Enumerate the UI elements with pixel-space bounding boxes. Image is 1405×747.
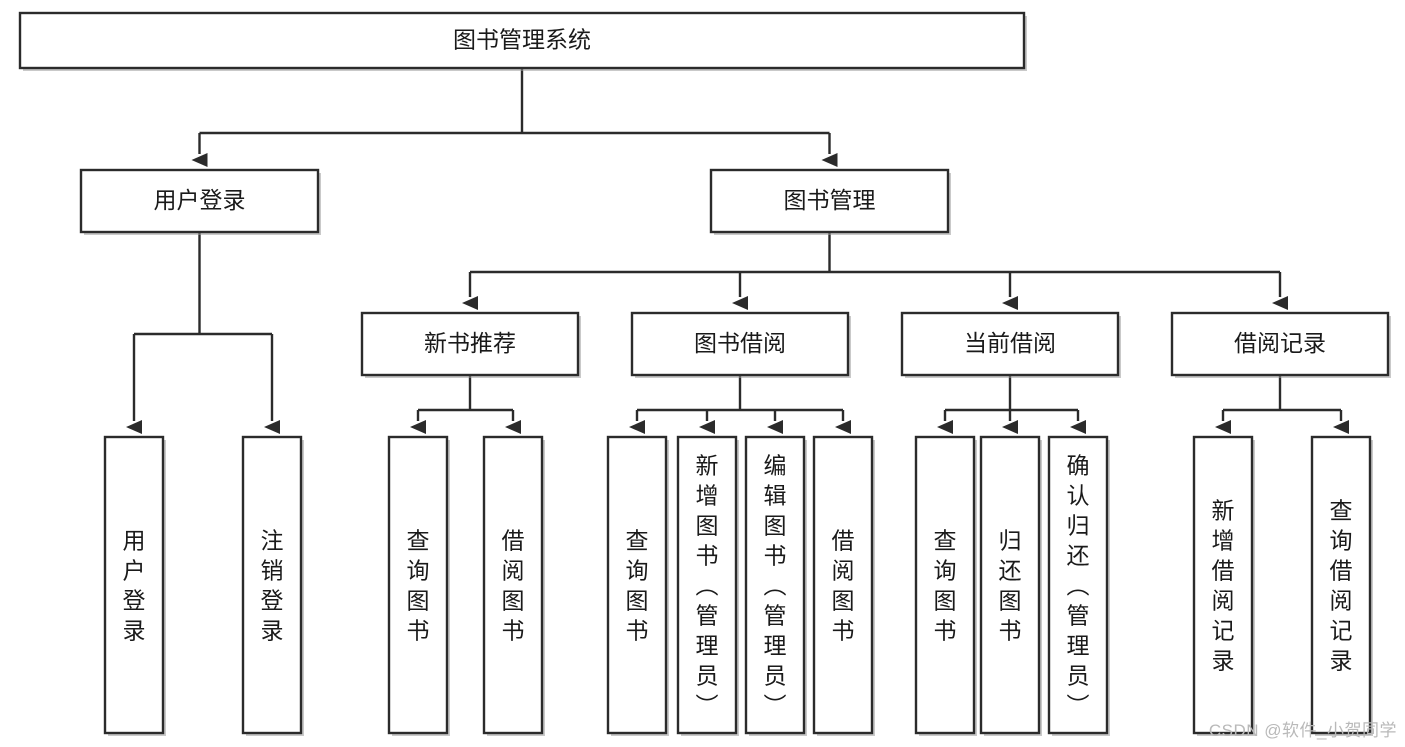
node-leaf-add-book-admin[interactable]: 新增图书︵管理员︶ <box>676 435 739 736</box>
node-leaf-query-book-recommend[interactable]: 查询图书 <box>387 435 450 736</box>
node-leaf-query-borrow-record[interactable]: 查询借阅记录 <box>1310 435 1373 736</box>
node-label: 图书借阅 <box>694 330 786 356</box>
node-leaf-add-borrow-record[interactable]: 新增借阅记录 <box>1192 435 1255 736</box>
node-label: 新增图书︵管理员︶ <box>696 452 719 718</box>
node-root[interactable]: 图书管理系统 <box>18 11 1027 71</box>
node-label: 查询借阅记录 <box>1330 497 1353 673</box>
node-leaf-query-book-current[interactable]: 查询图书 <box>914 435 977 736</box>
csdn-watermark: CSDN @软件_小贺同学 <box>1208 721 1397 740</box>
node-book-management[interactable]: 图书管理 <box>709 168 951 235</box>
connector-management-to-level3 <box>462 232 1288 310</box>
connector-root-to-level2 <box>191 68 838 167</box>
node-label: 归还图书 <box>999 527 1022 643</box>
connector-new-book-recommend-to-leaves <box>410 375 521 434</box>
node-leaf-edit-book-admin[interactable]: 编辑图书︵管理员︶ <box>744 435 807 736</box>
node-leaf-borrow-book-recommend[interactable]: 借阅图书 <box>482 435 545 736</box>
node-current-borrow[interactable]: 当前借阅 <box>900 311 1121 378</box>
node-layer: 图书管理系统用户登录图书管理新书推荐图书借阅当前借阅借阅记录用户登录注销登录查询… <box>18 11 1391 736</box>
node-label: 注销登录 <box>261 527 284 643</box>
node-label: 查询图书 <box>407 527 430 643</box>
node-new-book-recommend[interactable]: 新书推荐 <box>360 311 581 378</box>
node-label: 当前借阅 <box>964 330 1056 356</box>
node-leaf-user-login[interactable]: 用户登录 <box>103 435 166 736</box>
node-label: 用户登录 <box>154 187 246 213</box>
node-label: 新书推荐 <box>424 330 516 356</box>
node-leaf-return-book[interactable]: 归还图书 <box>979 435 1042 736</box>
node-label: 用户登录 <box>123 527 146 643</box>
node-label: 确认归还︵管理员︶ <box>1067 452 1090 718</box>
connector-borrow-record-to-leaves <box>1215 375 1349 434</box>
connector-current-borrow-to-leaves <box>937 375 1086 434</box>
connector-user-login-to-leaves <box>126 232 280 434</box>
node-label: 借阅图书 <box>502 527 525 643</box>
node-label: 查询图书 <box>934 527 957 643</box>
node-label: 图书管理系统 <box>453 27 591 53</box>
node-user-login[interactable]: 用户登录 <box>79 168 321 235</box>
node-label: 查询图书 <box>626 527 649 643</box>
node-label: 新增借阅记录 <box>1212 497 1235 673</box>
node-label: 借阅图书 <box>832 527 855 643</box>
node-label: 编辑图书︵管理员︶ <box>764 452 787 718</box>
connector-layer <box>126 68 1349 434</box>
connector-book-borrow-to-leaves <box>629 375 851 434</box>
node-leaf-borrow-book[interactable]: 借阅图书 <box>812 435 875 736</box>
node-borrow-record[interactable]: 借阅记录 <box>1170 311 1391 378</box>
node-label: 借阅记录 <box>1234 330 1326 356</box>
node-leaf-query-book-borrow[interactable]: 查询图书 <box>606 435 669 736</box>
node-label: 图书管理 <box>784 187 876 213</box>
node-book-borrow[interactable]: 图书借阅 <box>630 311 851 378</box>
node-leaf-confirm-return-admin[interactable]: 确认归还︵管理员︶ <box>1047 435 1110 736</box>
node-leaf-logout-login[interactable]: 注销登录 <box>241 435 304 736</box>
